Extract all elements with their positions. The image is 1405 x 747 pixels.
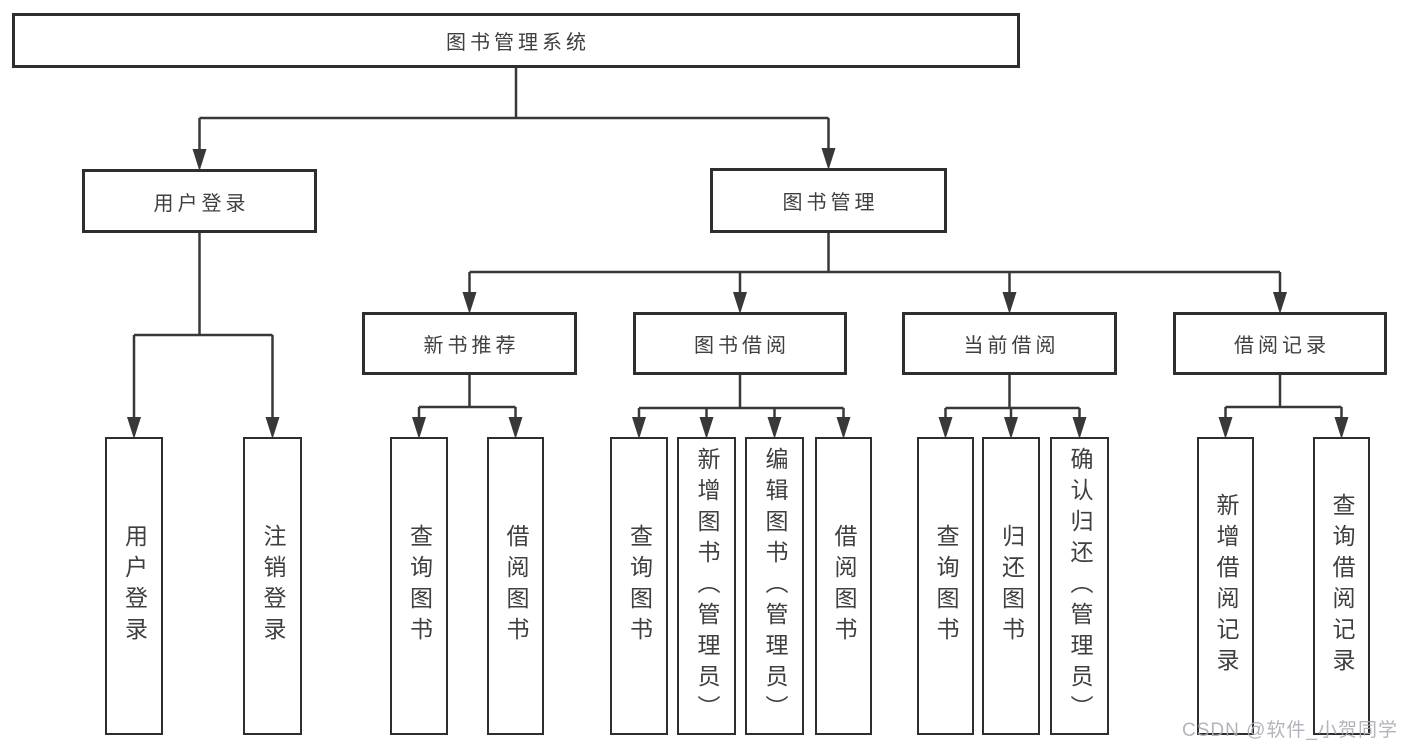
node-v_nb_borrow: 借阅图书 xyxy=(487,437,544,735)
node-v_nb_query: 查询图书 xyxy=(390,437,448,735)
node-book_mgmt: 图书管理 xyxy=(710,168,947,233)
node-v_bb_edit: 编辑图书（管理员） xyxy=(745,437,804,735)
node-current: 当前借阅 xyxy=(902,312,1117,375)
node-v_bb_add: 新增图书（管理员） xyxy=(677,437,736,735)
node-v_br_query: 查询借阅记录 xyxy=(1313,437,1370,735)
node-v_logout: 注销登录 xyxy=(243,437,302,735)
node-user_login: 用户登录 xyxy=(82,169,317,233)
node-borrow: 图书借阅 xyxy=(633,312,847,375)
node-v_bb_query: 查询图书 xyxy=(610,437,668,735)
node-v_br_add: 新增借阅记录 xyxy=(1197,437,1254,735)
node-v_cb_confirm: 确认归还（管理员） xyxy=(1050,437,1109,735)
node-new_book: 新书推荐 xyxy=(362,312,577,375)
node-record: 借阅记录 xyxy=(1173,312,1387,375)
node-v_login: 用户登录 xyxy=(105,437,163,735)
watermark: CSDN @软件_小贺同学 xyxy=(1182,715,1398,742)
node-v_cb_query: 查询图书 xyxy=(917,437,974,735)
watermark-text: CSDN @软件_小贺同学 xyxy=(1182,720,1398,741)
node-v_bb_borrow: 借阅图书 xyxy=(815,437,872,735)
node-root: 图书管理系统 xyxy=(12,13,1020,68)
node-v_cb_return: 归还图书 xyxy=(982,437,1040,735)
